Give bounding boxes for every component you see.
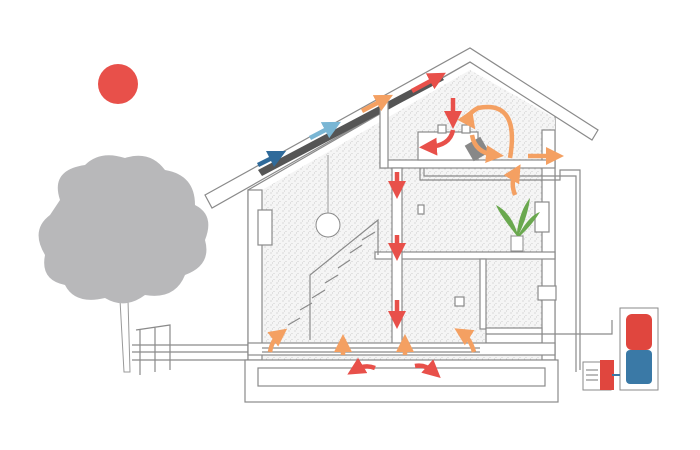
window [257,209,273,246]
solar-panel [258,74,444,176]
arrow-roof-panel-1 [308,121,341,140]
sun [98,64,138,104]
arrow-roof-panel-2 [360,94,393,113]
attic-floor [379,159,556,169]
window [534,201,550,233]
house [204,47,599,403]
arrow-floor-right-up [454,328,477,353]
staircase [287,218,379,340]
pendant-lamp [315,212,341,238]
roof [204,47,599,209]
hot-water-tank [619,307,659,391]
arrow-roof-exhaust [410,72,446,93]
arrow-crawl-right [414,359,441,378]
arrow-floor-left-up [267,328,288,353]
arrow-crawl-left [347,357,376,375]
airflow-arrows [256,72,564,378]
arrow-attic-supply [469,134,504,164]
vent-grille [537,285,557,301]
second-floor [374,251,556,260]
deck [132,324,250,375]
arrow-plant-up [503,164,521,196]
arrow-roof-intake [256,150,287,168]
potted-plant [496,198,540,252]
arrow-attic-turn [419,129,456,156]
tree [38,155,209,373]
arrow-attic-loop [457,104,515,159]
vertical-duct [391,167,403,349]
heat-pump-outdoor-unit [582,360,614,391]
